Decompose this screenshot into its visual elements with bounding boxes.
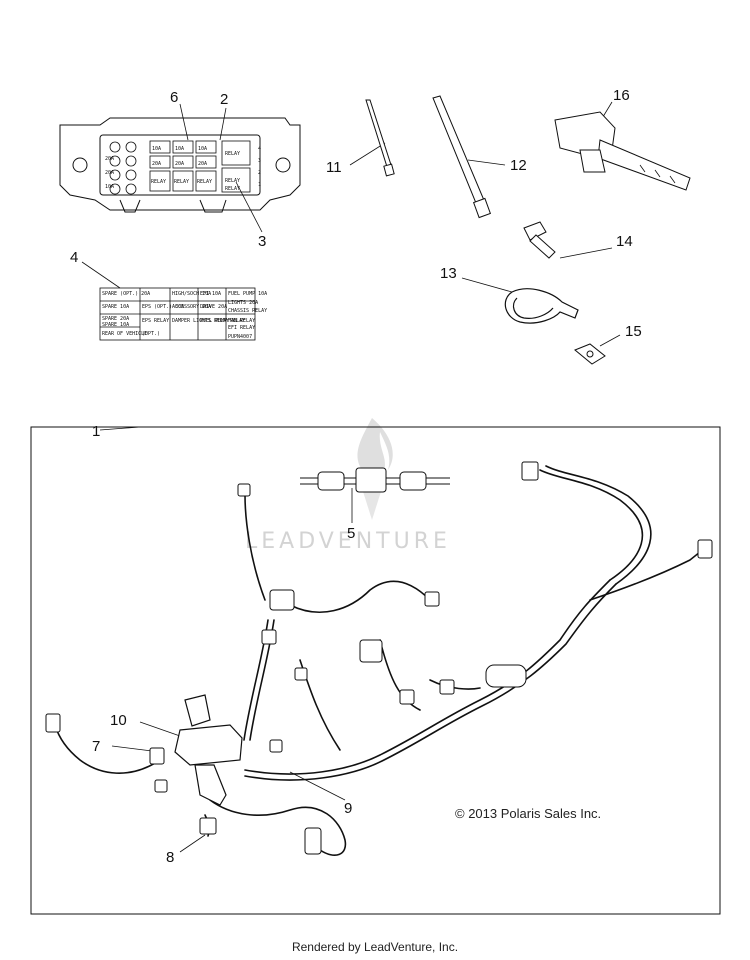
leader-lines — [81, 101, 621, 853]
harness-clip — [554, 111, 691, 191]
fuse-label-cell: SPARE (OPT.) 20A — [102, 291, 150, 297]
fuse-label-cell: DAMPER LIGHTS RELAY — [172, 318, 229, 324]
callout-5: 5 — [347, 525, 355, 542]
fuse-cell-label: RELAY — [151, 179, 166, 185]
fuse-label-cell: CHASSIS RELAY — [228, 308, 267, 314]
bolt — [523, 221, 556, 259]
fuse-label-cell: REAR OF VEHICLE — [102, 331, 147, 337]
fuse-label-cell: FAN RELAY — [228, 318, 255, 324]
fuse-cell-label: RELAY — [225, 151, 240, 157]
fuse-box: 10A 10A 10A 20A 20A 20A 20A 20A 10A RELA… — [59, 117, 301, 213]
callout-1: 1 — [92, 423, 100, 440]
fuse-label-cell: DRIVE 20A — [200, 304, 227, 310]
cable-tie-small — [365, 99, 395, 177]
callout-12: 12 — [510, 157, 527, 174]
fuse-label-cell: SPARE 20A — [102, 316, 129, 322]
fuse-cell-label: 10A — [198, 146, 207, 152]
fuse-label-cell: SPARE 10A — [102, 304, 129, 310]
cable-tie-large — [432, 95, 492, 219]
callout-8: 8 — [166, 849, 174, 866]
callout-labels: 1 2 3 4 5 6 7 8 9 10 11 12 13 14 15 16 — [70, 87, 642, 866]
fuse-side-number: 1 — [258, 182, 261, 188]
callout-3: 3 — [258, 233, 266, 250]
watermark-text: LEADVENTURE — [245, 529, 451, 554]
callout-6: 6 — [170, 89, 178, 106]
clip-nut — [574, 343, 606, 365]
jumper-harness — [300, 467, 450, 493]
callout-15: 15 — [625, 323, 642, 340]
callout-2: 2 — [220, 91, 228, 108]
callout-14: 14 — [616, 233, 633, 250]
fuse-cell-label: 10A — [152, 146, 161, 152]
callout-16: 16 — [613, 87, 630, 104]
copyright-text: © 2013 Polaris Sales Inc. — [455, 806, 601, 821]
p-clamp — [504, 288, 579, 324]
fuse-cell-label: RELAY — [225, 186, 240, 192]
fuse-side-number: 3 — [258, 158, 261, 164]
fuse-side-number: 2 — [258, 170, 261, 176]
flame-logo-icon — [357, 418, 393, 479]
fuse-cell-label: 20A — [105, 156, 114, 162]
fuse-cell-label: 20A — [175, 161, 184, 167]
fuse-cell-label: 10A — [105, 184, 114, 190]
fuse-label-cell: FUEL PUMP 10A — [228, 291, 267, 297]
callout-4: 4 — [70, 249, 78, 266]
fuse-cell-label: RELAY — [174, 179, 189, 185]
fuse-cell-label: 20A — [105, 170, 114, 176]
fuse-label-cell: EPS RELAY — [142, 318, 169, 324]
fuse-label-cell: HIGH/SOCH 10A — [172, 291, 211, 297]
fuse-cell-label: RELAY — [225, 178, 240, 184]
fuse-relay-housing — [174, 694, 243, 806]
fuse-cell-label: 10A — [175, 146, 184, 152]
fuse-label-card: SPARE (OPT.) 20A HIGH/SOCH 10A EFI 10A F… — [99, 287, 267, 341]
callout-10: 10 — [110, 712, 127, 729]
harness-assembly-frame — [30, 426, 721, 915]
fuse-cell-label: 20A — [198, 161, 207, 167]
fuse-label-cell: EPS (OPT.) 30A — [142, 304, 184, 310]
footer-text: Rendered by LeadVenture, Inc. — [291, 940, 459, 954]
fuse-cell-label: RELAY — [197, 179, 212, 185]
fuse-cell-label: 20A — [152, 161, 161, 167]
fuse-label-cell: EFI 10A — [200, 291, 221, 297]
fuse-side-number: 4 — [258, 146, 261, 152]
harness-connectors — [45, 461, 713, 855]
main-wiring-harness — [54, 465, 706, 856]
fuse-label-cell: ACCESSORY 20A — [172, 304, 211, 310]
callout-11: 11 — [326, 159, 342, 176]
fuse-label-cell: LIGHTS 20A — [228, 300, 258, 306]
callout-9: 9 — [344, 800, 352, 817]
fuse-label-cell: FUEL PUMP RELAY — [200, 318, 245, 324]
callout-13: 13 — [440, 265, 457, 282]
fuse-label-cell: EFI RELAY — [228, 325, 255, 331]
fuse-label-cell: SPARE 10A — [102, 322, 129, 328]
fuse-label-part-number: PUPN4007 — [228, 334, 252, 340]
fuse-label-cell: (OPT.) — [142, 331, 160, 337]
callout-7: 7 — [92, 738, 100, 755]
